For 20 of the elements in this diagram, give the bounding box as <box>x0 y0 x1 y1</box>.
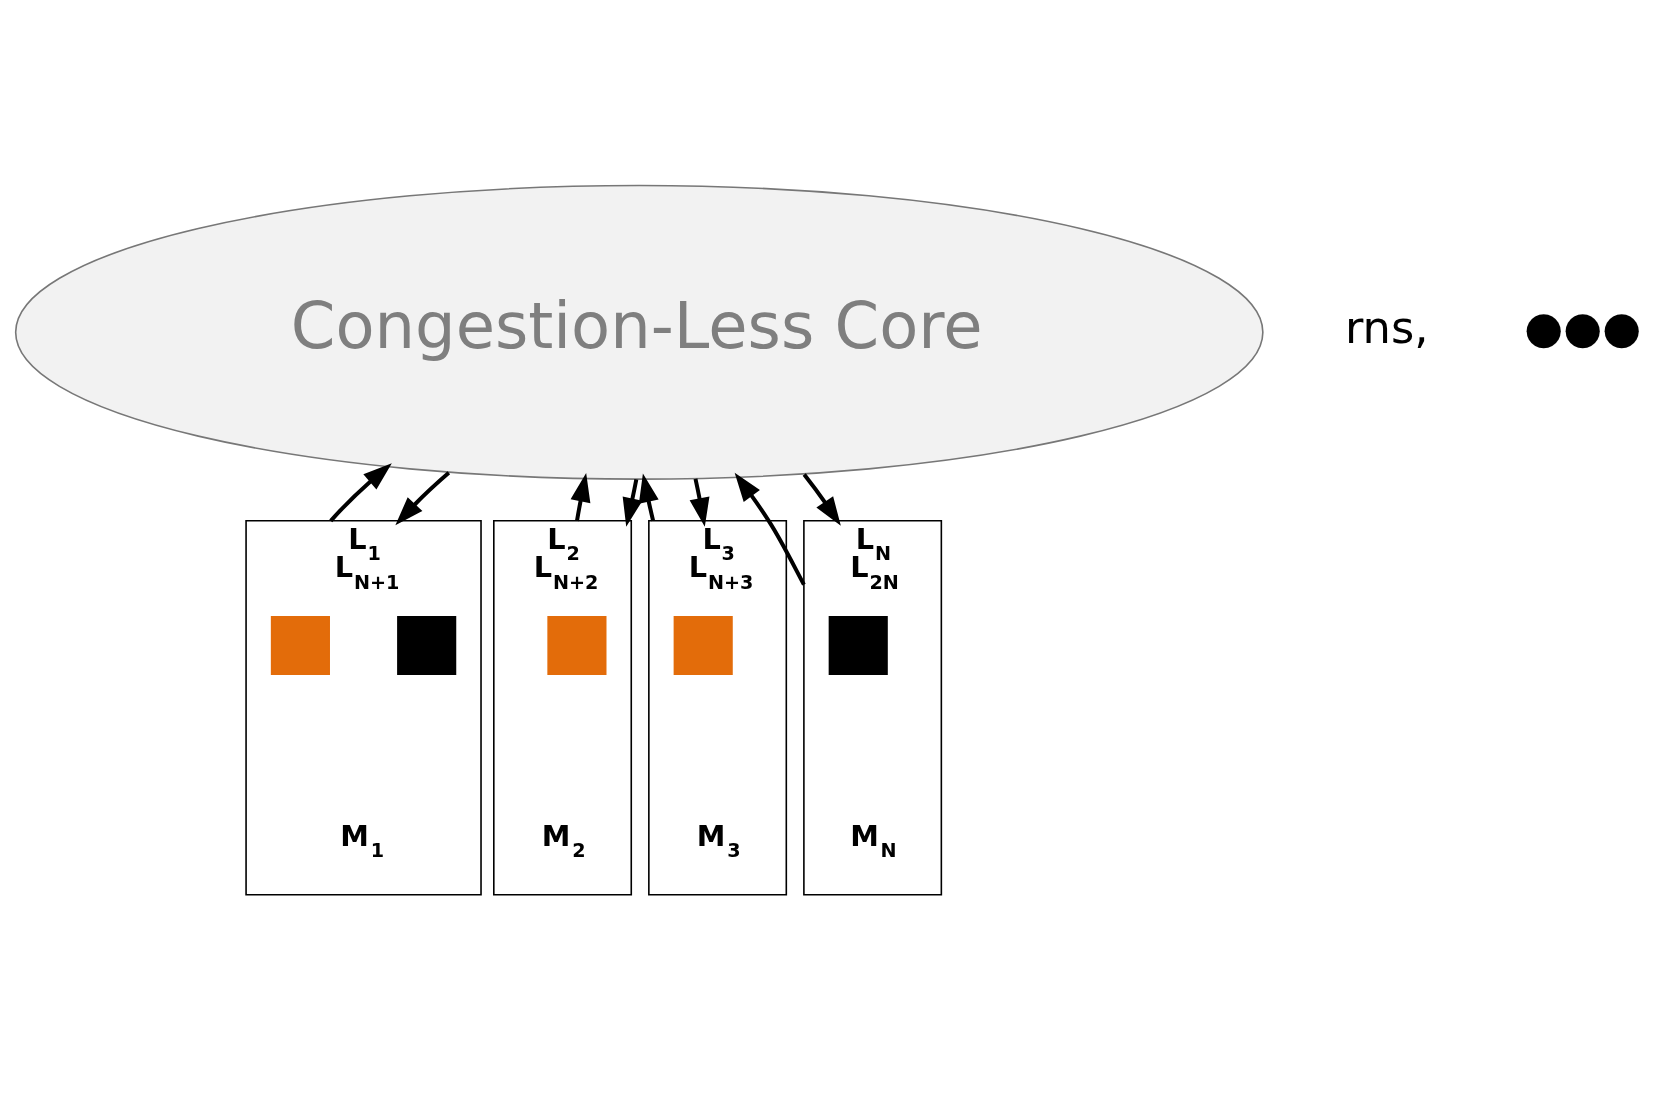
arrow <box>329 463 392 523</box>
node-box <box>828 615 888 676</box>
label: ●●● <box>1523 301 1642 355</box>
node-label: M$_{2}$ <box>541 818 586 863</box>
node-ellipse: Congestion-Less Core <box>14 184 1264 480</box>
arrow <box>734 472 806 586</box>
label: rns, <box>1344 301 1429 355</box>
node-box <box>270 615 330 676</box>
arrow <box>570 472 591 522</box>
arrow <box>395 471 451 526</box>
node-label: M$_{1}$ <box>340 818 385 863</box>
node-label: M$_{3}$ <box>696 818 741 863</box>
arrow <box>689 478 710 527</box>
node-box <box>673 615 733 676</box>
node-label: M$_{N}$ <box>850 818 897 863</box>
node-box <box>397 615 457 676</box>
arrow <box>622 479 643 527</box>
arrow <box>802 473 841 526</box>
arrow <box>638 473 659 522</box>
node-box <box>547 615 607 676</box>
